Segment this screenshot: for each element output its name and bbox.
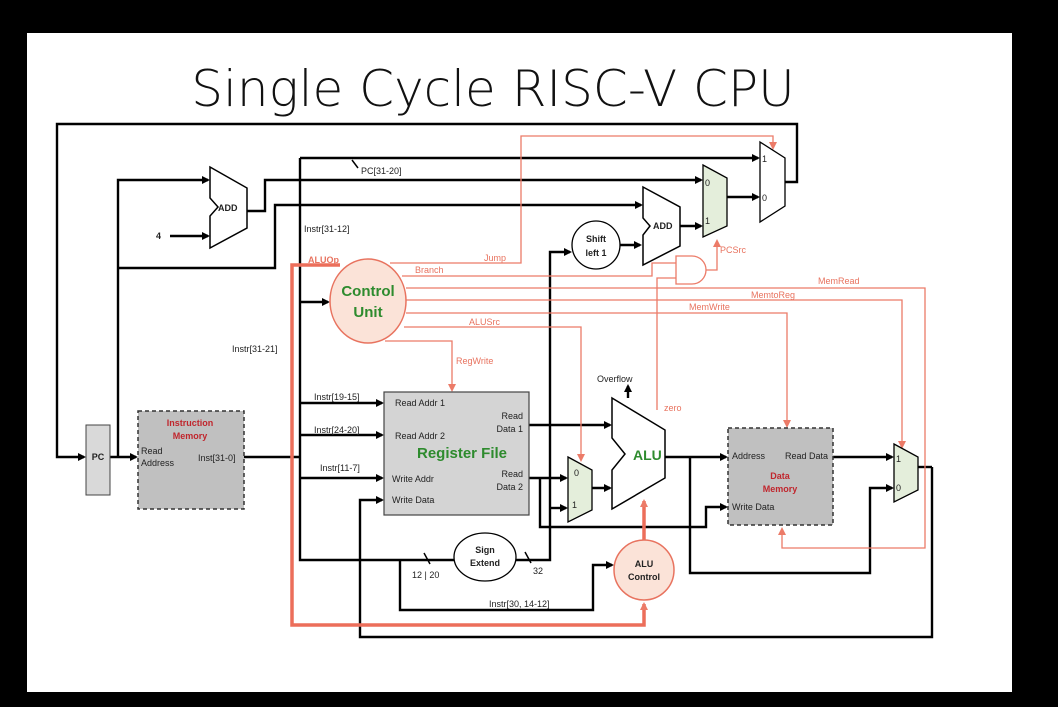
svg-text:Instruction: Instruction [167, 418, 214, 428]
svg-text:ADD: ADD [218, 203, 238, 213]
control-signal-labels: ALUOp Jump Branch PCSrc MemRead MemtoReg… [308, 245, 860, 366]
svg-text:Write Addr: Write Addr [392, 474, 434, 484]
svg-text:Memory: Memory [173, 431, 208, 441]
slide-panel [27, 33, 1012, 692]
svg-text:Write Data: Write Data [732, 502, 774, 512]
svg-text:1: 1 [572, 500, 577, 510]
svg-text:Memory: Memory [763, 484, 798, 494]
adder-branch-target: ADD [642, 185, 681, 267]
svg-text:Instr[31-12]: Instr[31-12] [304, 224, 350, 234]
svg-text:0: 0 [574, 468, 579, 478]
svg-text:Control: Control [628, 572, 660, 582]
svg-text:Inst[31-0]: Inst[31-0] [198, 453, 236, 463]
svg-text:Register File: Register File [417, 445, 507, 462]
svg-text:Address: Address [141, 458, 175, 468]
data-memory: Address Read Data Data Memory Write Data [727, 427, 834, 526]
svg-text:ADD: ADD [653, 221, 673, 231]
svg-text:Read: Read [141, 446, 163, 456]
svg-text:MemRead: MemRead [818, 276, 860, 286]
datapath-wires [55, 122, 934, 639]
svg-text:Write Data: Write Data [392, 495, 434, 505]
svg-text:Branch: Branch [415, 265, 444, 275]
svg-text:Instr[19-15]: Instr[19-15] [314, 392, 360, 402]
svg-text:Read: Read [501, 469, 523, 479]
alu-src-mux: 0 1 [567, 455, 593, 524]
svg-text:Shift: Shift [586, 234, 606, 244]
svg-text:Instr[24-20]: Instr[24-20] [314, 425, 360, 435]
page-title: Single Cycle RISC-V CPU [191, 60, 794, 118]
jump-mux: 1 0 [759, 140, 786, 224]
svg-text:0: 0 [896, 483, 901, 493]
svg-text:RegWrite: RegWrite [456, 356, 493, 366]
svg-text:MemtoReg: MemtoReg [751, 290, 795, 300]
memtoreg-mux: 1 0 [893, 442, 919, 504]
svg-text:32: 32 [533, 566, 543, 576]
svg-text:12 | 20: 12 | 20 [412, 570, 439, 580]
alu: ALU [611, 396, 666, 511]
svg-text:Read Addr 1: Read Addr 1 [395, 398, 445, 408]
svg-text:PC[31-20]: PC[31-20] [361, 166, 402, 176]
svg-text:Data 2: Data 2 [496, 482, 523, 492]
svg-text:Sign: Sign [475, 545, 495, 555]
svg-text:0: 0 [762, 193, 767, 203]
svg-text:Instr[30, 14-12]: Instr[30, 14-12] [489, 599, 550, 609]
shift-left-1: Shift left 1 [571, 220, 621, 270]
control-unit: Control Unit [329, 258, 407, 344]
svg-text:Read: Read [501, 411, 523, 421]
svg-text:Data: Data [770, 471, 791, 481]
svg-text:ALUSrc: ALUSrc [469, 317, 501, 327]
svg-text:1: 1 [896, 454, 901, 464]
and-gate [675, 255, 707, 285]
svg-text:Instr[31-21]: Instr[31-21] [232, 344, 278, 354]
svg-text:Read Data: Read Data [785, 451, 828, 461]
svg-text:left 1: left 1 [585, 248, 606, 258]
svg-text:0: 0 [705, 178, 710, 188]
wire-labels: PC[31-20] Instr[31-12] Instr[31-21] Inst… [232, 166, 682, 609]
svg-text:Data 1: Data 1 [496, 424, 523, 434]
register-file: Read Addr 1 Read Addr 2 Write Addr Write… [383, 391, 530, 516]
adder-pc-plus-4: ADD [209, 165, 248, 250]
svg-text:ALUOp: ALUOp [308, 255, 339, 265]
sign-extend: Sign Extend [453, 532, 517, 582]
svg-text:1: 1 [705, 216, 710, 226]
svg-text:Read Addr 2: Read Addr 2 [395, 431, 445, 441]
svg-text:Instr[11-7]: Instr[11-7] [320, 463, 360, 473]
pc-label: PC [92, 452, 105, 462]
pcsrc-mux: 0 1 [702, 163, 728, 239]
svg-text:ALU: ALU [635, 559, 654, 569]
control-wires [290, 135, 926, 627]
svg-text:MemWrite: MemWrite [689, 302, 730, 312]
svg-text:Control: Control [341, 283, 394, 300]
svg-text:zero: zero [664, 403, 682, 413]
svg-text:Overflow: Overflow [597, 374, 633, 384]
svg-text:Unit: Unit [353, 304, 382, 321]
pc-register [85, 424, 111, 496]
constant-4: 4 [156, 231, 161, 241]
svg-text:PCSrc: PCSrc [720, 245, 747, 255]
instruction-memory: Instruction Memory Read Address Inst[31-… [137, 410, 245, 510]
svg-text:1: 1 [762, 154, 767, 164]
svg-text:Address: Address [732, 451, 766, 461]
alu-control: ALU Control [613, 539, 675, 601]
svg-text:Jump: Jump [484, 253, 506, 263]
svg-text:Extend: Extend [470, 558, 500, 568]
svg-text:ALU: ALU [633, 447, 662, 463]
